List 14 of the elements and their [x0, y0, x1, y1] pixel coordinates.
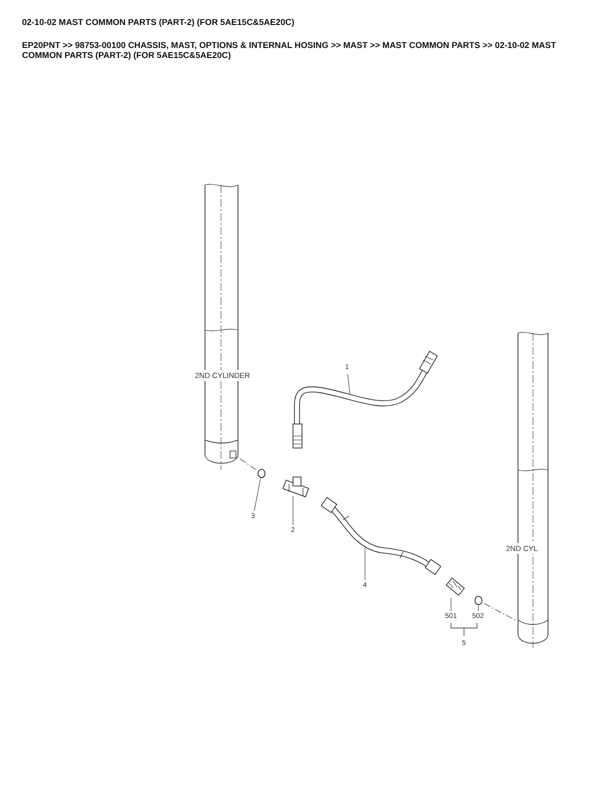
leader-line — [254, 478, 261, 512]
hose-drawing — [320, 498, 440, 578]
center-line — [236, 456, 256, 470]
tee-fitting-drawing — [280, 476, 312, 500]
o-ring-drawing — [256, 468, 267, 479]
page-title: 02-10-02 MAST COMMON PARTS (PART-2) (FOR 5AE15C&5AE20C) — [22, 17, 294, 27]
leader-line — [450, 598, 452, 612]
leader-line — [347, 374, 350, 396]
leader-line — [364, 548, 366, 580]
o-ring-drawing — [473, 595, 484, 606]
breadcrumb-text: EP20PNT >> 98753-00100 CHASSIS, MAST, OPTIONS & INTERNAL HOSING >> MAST >> MAST COMMON PARTS >> 02-10-02 MAST COMMON PARTS (PART-2) (FOR 5AE15C&5AE20C) — [22, 40, 558, 60]
leader-line — [478, 606, 479, 612]
center-line — [484, 603, 518, 622]
leader-line — [292, 496, 294, 526]
